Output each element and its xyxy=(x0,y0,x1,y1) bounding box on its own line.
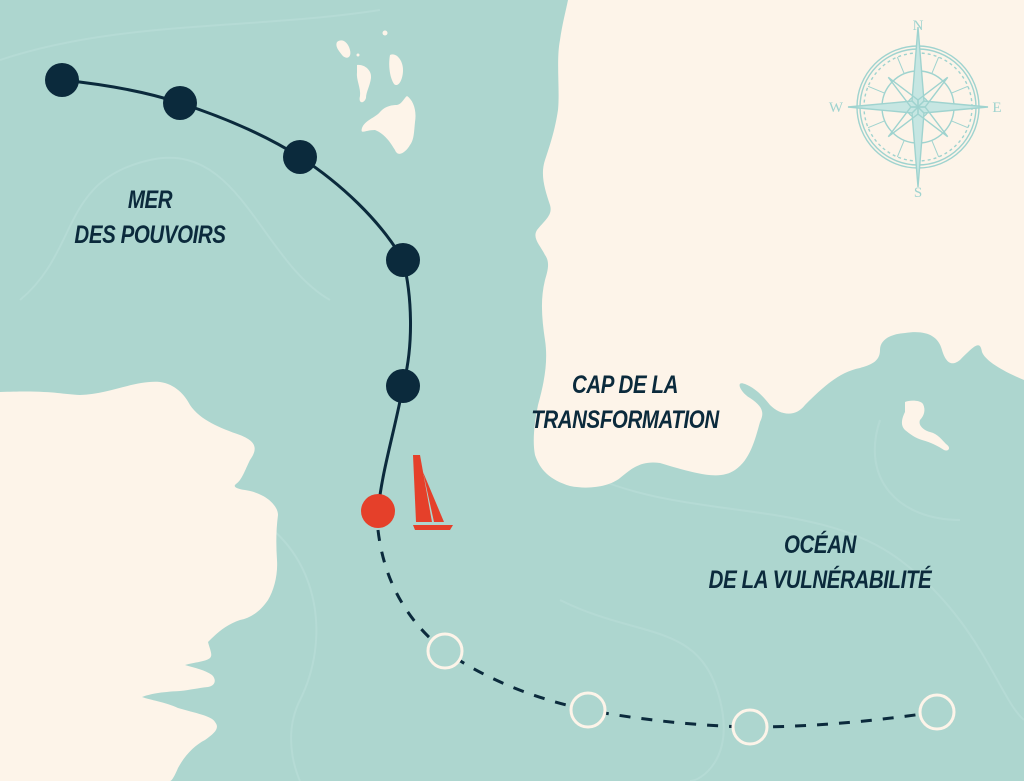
sea-contours xyxy=(0,9,1024,781)
stop-10[interactable] xyxy=(918,693,956,731)
compass-rose xyxy=(847,26,989,188)
compass-letters: N S E W xyxy=(829,18,1002,201)
future-stops xyxy=(426,632,956,746)
compass-e: E xyxy=(992,100,1001,116)
sailboat-icon xyxy=(413,455,453,530)
stop-2[interactable] xyxy=(163,86,197,120)
completed-stops xyxy=(45,63,420,403)
stop-8[interactable] xyxy=(569,691,607,729)
land-west xyxy=(0,381,278,781)
stop-9[interactable] xyxy=(731,708,769,746)
lake xyxy=(901,400,950,451)
compass-s: S xyxy=(914,185,922,201)
stop-1[interactable] xyxy=(45,63,79,97)
route-planned xyxy=(376,529,938,729)
compass-n: N xyxy=(913,18,924,34)
stop-7[interactable] xyxy=(426,632,464,670)
stop-5[interactable] xyxy=(386,369,420,403)
stop-3[interactable] xyxy=(283,140,317,174)
region-label-mer: MER DES POUVOIRS xyxy=(74,186,226,249)
islands xyxy=(336,30,416,154)
region-label-cap: CAP DE LA TRANSFORMATION xyxy=(531,371,719,434)
compass-w: W xyxy=(829,100,844,116)
current-stop[interactable] xyxy=(361,494,395,528)
region-label-ocean: OCÉAN DE LA VULNÉRABILITÉ xyxy=(708,531,932,594)
land-cap xyxy=(533,0,1024,488)
stop-4[interactable] xyxy=(386,243,420,277)
